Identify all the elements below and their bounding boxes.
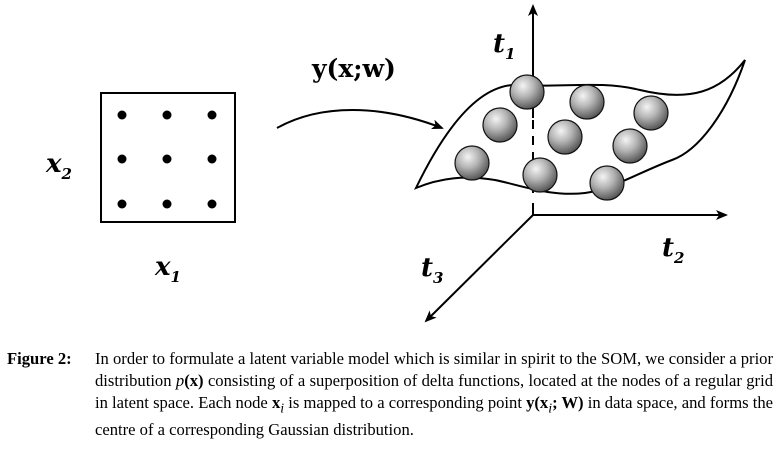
- grid-node: [117, 199, 127, 209]
- latent-to-data-space-diagram: x2 x1 y(x;w) t1 t2 t3: [45, 4, 746, 323]
- mapped-node-sphere: [482, 107, 518, 143]
- axis-label-t3: t3: [421, 253, 443, 287]
- axis-t3: [424, 214, 534, 323]
- axis-label-t1: t1: [493, 29, 515, 63]
- mapped-nodes: [454, 74, 669, 201]
- grid-node: [207, 199, 217, 209]
- mapped-node-sphere: [547, 119, 583, 155]
- axis-label-t2: t2: [662, 233, 684, 267]
- grid-node: [162, 199, 172, 209]
- mapping-arrow: [276, 109, 444, 130]
- mapped-node-sphere: [612, 128, 648, 164]
- mapped-node-sphere: [589, 165, 625, 201]
- mapped-node-sphere: [569, 84, 605, 120]
- latent-grid-box: [100, 92, 236, 223]
- figure-caption-text: In order to formulate a latent variable …: [95, 349, 773, 440]
- axis-label-x2: x2: [45, 149, 72, 183]
- grid-node: [207, 110, 217, 120]
- grid-node: [162, 154, 172, 164]
- latent-grid-nodes: [117, 110, 217, 209]
- figure-caption-label: Figure 2:: [7, 349, 72, 368]
- axis-label-x1: x1: [154, 252, 181, 286]
- mapped-node-sphere: [633, 95, 669, 131]
- grid-node: [117, 154, 127, 164]
- grid-node: [207, 154, 217, 164]
- mapped-node-sphere: [509, 74, 545, 110]
- figure-caption: Figure 2: In order to formulate a latent…: [7, 348, 773, 441]
- mapped-node-sphere: [522, 157, 558, 193]
- grid-node: [162, 110, 172, 120]
- grid-node: [117, 110, 127, 120]
- mapped-node-sphere: [454, 145, 490, 181]
- mapping-label: y(x;w): [311, 54, 396, 83]
